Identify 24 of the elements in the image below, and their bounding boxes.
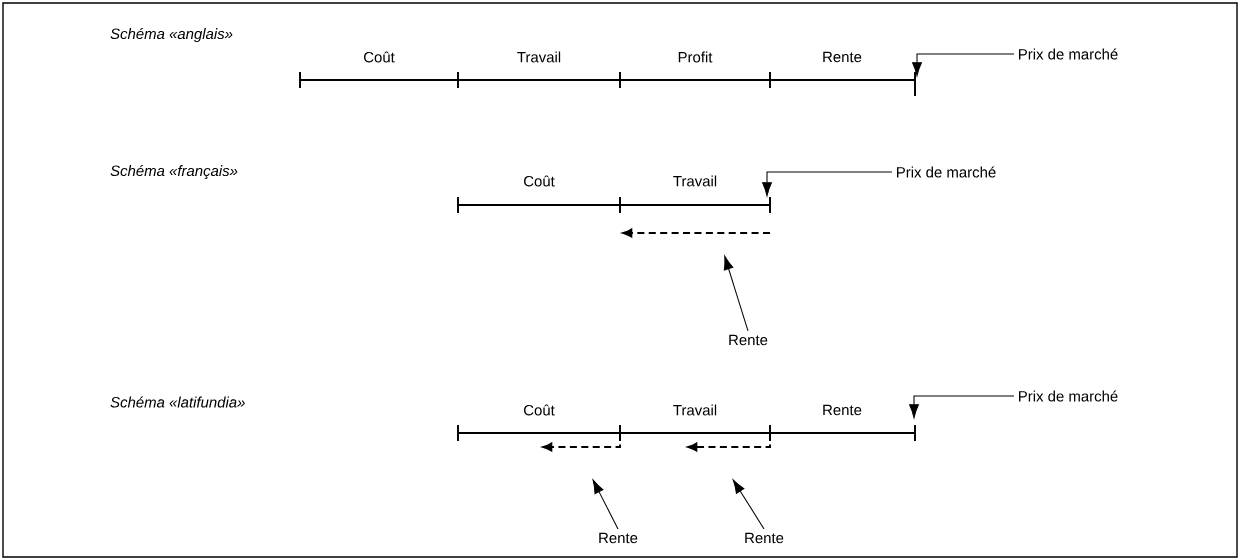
segment-label: Coût [524, 404, 555, 416]
segment-label: Travail [517, 51, 561, 63]
segment-label: Rente [823, 51, 862, 63]
segment-label: Coût [364, 51, 395, 63]
arrow [723, 255, 749, 332]
row-title: Schéma «latifundia» [110, 396, 245, 408]
row-title: Schéma «français» [110, 164, 238, 180]
arrow [762, 171, 893, 197]
arrow [592, 479, 619, 530]
rent-label: Rente [729, 334, 768, 346]
segment-label: Rente [823, 404, 862, 416]
segment-label: Travail [673, 404, 717, 416]
rent-label: Rente [599, 532, 638, 544]
arrow [912, 53, 1015, 77]
price-label: Prix de marché [1019, 390, 1118, 402]
price-label: Prix de marché [1019, 48, 1118, 60]
arrow [909, 395, 1015, 419]
segment-label: Travail [673, 175, 717, 187]
segment-label: Profit [678, 51, 713, 63]
price-label: Prix de marché [897, 166, 996, 178]
row-title: Schéma «anglais» [110, 27, 233, 43]
rent-label: Rente [745, 532, 784, 544]
segment-label: Coût [524, 175, 555, 187]
arrow [732, 479, 765, 530]
